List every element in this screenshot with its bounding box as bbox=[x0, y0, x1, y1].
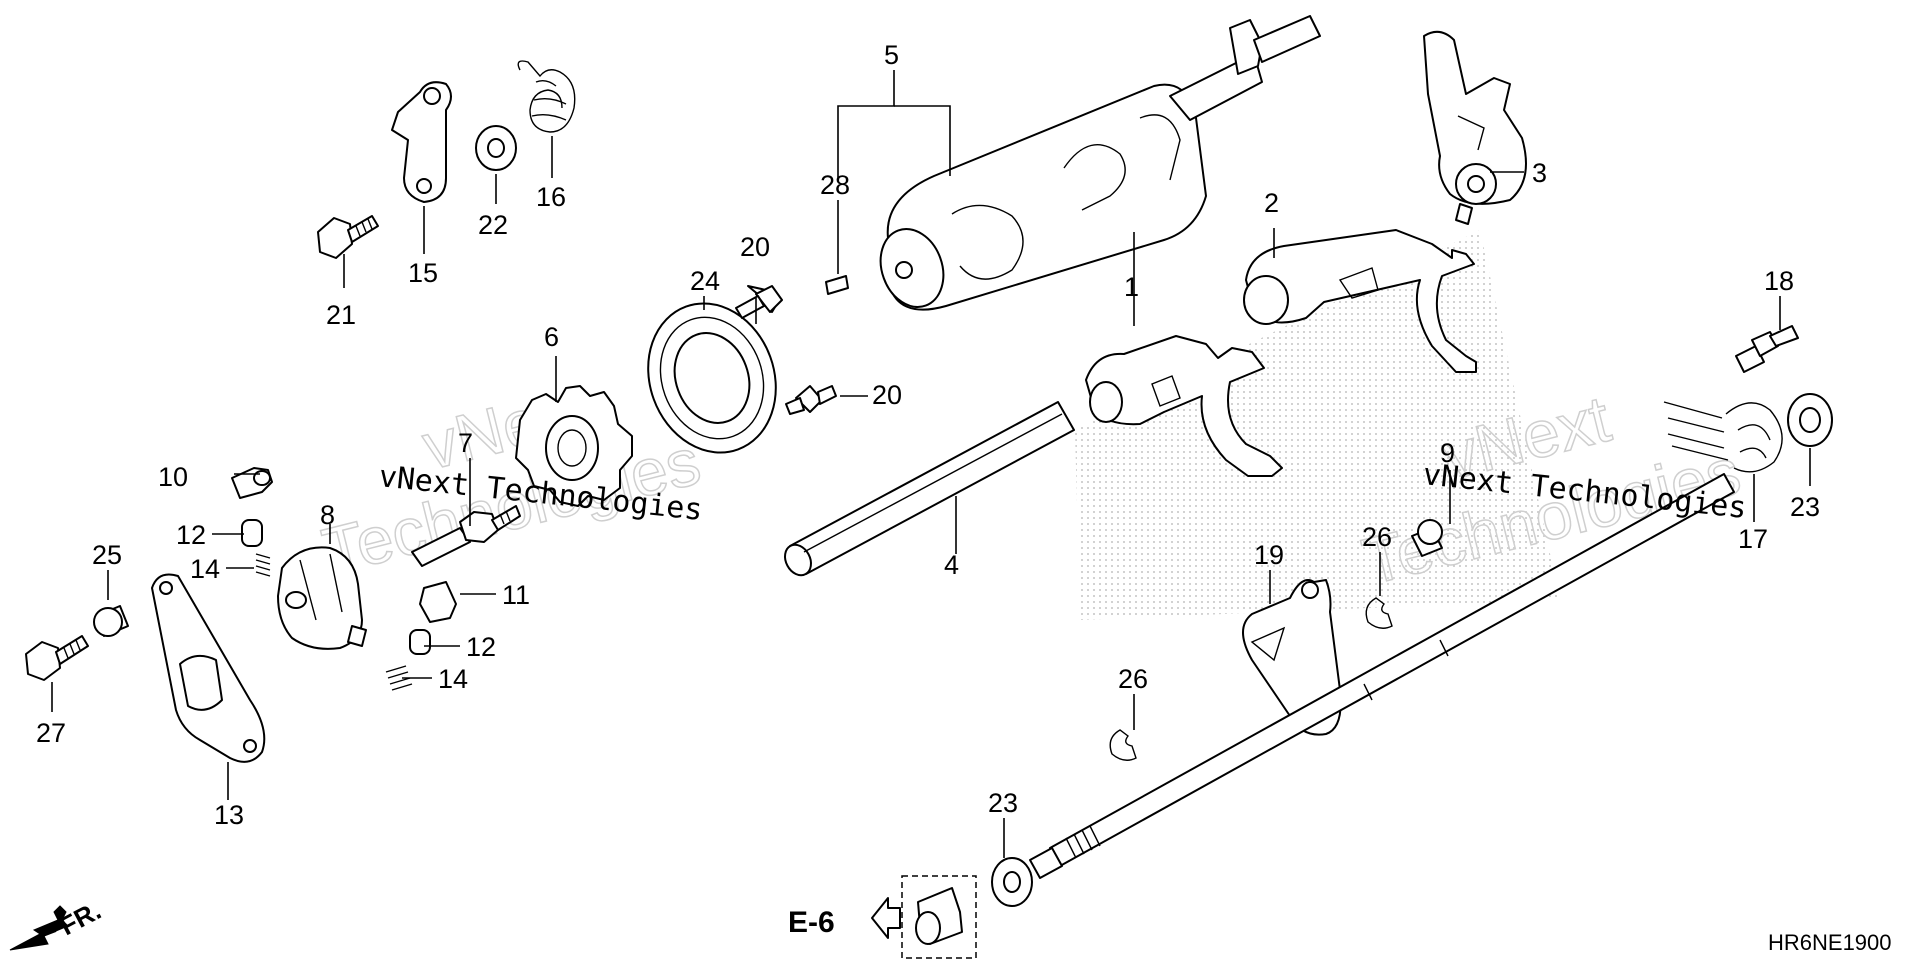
part-4-fork-shaft[interactable] bbox=[780, 401, 1075, 580]
part-11-stopper-block[interactable] bbox=[419, 581, 457, 623]
callout-2[interactable]: 2 bbox=[1264, 188, 1279, 218]
part-5-shift-drum[interactable] bbox=[870, 15, 1321, 316]
part-9-bolt[interactable] bbox=[1411, 519, 1443, 557]
part-22-washer[interactable] bbox=[475, 125, 517, 171]
callout-26-upper[interactable]: 26 bbox=[1362, 522, 1392, 552]
part-15-stopper-plate[interactable] bbox=[391, 81, 452, 203]
callout-5[interactable]: 5 bbox=[884, 40, 899, 70]
callout-14-upper[interactable]: 14 bbox=[190, 554, 220, 584]
part-2-shift-fork[interactable] bbox=[1243, 229, 1477, 373]
callout-24[interactable]: 24 bbox=[690, 266, 720, 296]
part-27-flange-bolt[interactable] bbox=[25, 635, 89, 681]
callout-9[interactable]: 9 bbox=[1440, 438, 1455, 468]
front-direction-label: FR. bbox=[55, 895, 106, 941]
leader-lines bbox=[51, 70, 1811, 858]
part-26-lower-circlip[interactable] bbox=[1109, 729, 1137, 761]
part-gearshift-spindle[interactable] bbox=[1029, 473, 1735, 879]
callout-labels: 1 2 3 4 5 6 7 8 9 10 11 12 12 13 14 14 1… bbox=[36, 40, 1820, 830]
part-18-bolt[interactable] bbox=[1735, 325, 1799, 373]
part-21-flange-bolt[interactable] bbox=[317, 215, 379, 259]
part-14-upper-spring[interactable] bbox=[255, 553, 271, 577]
callout-28[interactable]: 28 bbox=[820, 170, 850, 200]
part-10-pin[interactable] bbox=[231, 467, 273, 499]
callout-27[interactable]: 27 bbox=[36, 718, 66, 748]
callout-11[interactable]: 11 bbox=[502, 580, 530, 610]
callout-18[interactable]: 18 bbox=[1764, 266, 1794, 296]
reference-bushing-box[interactable] bbox=[871, 875, 977, 959]
part-17-return-spring[interactable] bbox=[1663, 401, 1783, 473]
part-14-lower-spring[interactable] bbox=[385, 665, 413, 691]
part-8-shift-cam[interactable] bbox=[277, 546, 367, 650]
callout-22[interactable]: 22 bbox=[478, 210, 508, 240]
part-24-bearing[interactable] bbox=[628, 285, 797, 470]
callout-20-lower[interactable]: 20 bbox=[872, 380, 902, 410]
part-26-upper-circlip[interactable] bbox=[1365, 597, 1393, 629]
part-12-upper-roller[interactable] bbox=[241, 519, 263, 547]
part-12-lower-roller[interactable] bbox=[409, 629, 431, 655]
part-6-drum-center[interactable] bbox=[515, 385, 633, 507]
part-25-collar[interactable] bbox=[93, 605, 129, 637]
callout-6[interactable]: 6 bbox=[544, 322, 559, 352]
part-3-shift-fork[interactable] bbox=[1423, 30, 1527, 225]
part-20-upper-bolt[interactable] bbox=[735, 285, 783, 319]
callout-26-lower[interactable]: 26 bbox=[1118, 664, 1148, 694]
part-1-shift-fork[interactable] bbox=[1085, 335, 1283, 477]
callout-8[interactable]: 8 bbox=[320, 500, 335, 530]
callout-12-upper[interactable]: 12 bbox=[176, 520, 206, 550]
callout-16[interactable]: 16 bbox=[536, 182, 566, 212]
callout-17[interactable]: 17 bbox=[1738, 524, 1768, 554]
callout-19[interactable]: 19 bbox=[1254, 540, 1284, 570]
callout-1[interactable]: 1 bbox=[1124, 272, 1139, 302]
callout-25[interactable]: 25 bbox=[92, 540, 122, 570]
front-direction-arrow bbox=[9, 905, 69, 951]
part-28-dowel-pin[interactable] bbox=[825, 275, 849, 295]
callout-4[interactable]: 4 bbox=[944, 550, 959, 580]
reference-label-e6[interactable]: E-6 bbox=[788, 906, 835, 939]
diagram-code: HR6NE1900 bbox=[1768, 930, 1892, 955]
part-23-right-washer[interactable] bbox=[1787, 393, 1833, 447]
callout-3[interactable]: 3 bbox=[1532, 158, 1547, 188]
callout-20-upper[interactable]: 20 bbox=[740, 232, 770, 262]
callout-13[interactable]: 13 bbox=[214, 800, 244, 830]
callout-21[interactable]: 21 bbox=[326, 300, 356, 330]
callout-23-lower[interactable]: 23 bbox=[988, 788, 1018, 818]
callout-14-lower[interactable]: 14 bbox=[438, 664, 468, 694]
callout-7[interactable]: 7 bbox=[458, 428, 473, 458]
part-16-return-spring[interactable] bbox=[517, 60, 576, 133]
callout-10[interactable]: 10 bbox=[158, 462, 188, 492]
part-19-shift-arm[interactable] bbox=[1242, 579, 1342, 736]
part-13-guide-plate[interactable] bbox=[151, 573, 266, 763]
callout-15[interactable]: 15 bbox=[408, 258, 438, 288]
callout-23-right[interactable]: 23 bbox=[1790, 492, 1820, 522]
part-20-lower-bolt[interactable] bbox=[785, 385, 837, 415]
part-23-lower-washer[interactable] bbox=[991, 857, 1033, 907]
callout-12-lower[interactable]: 12 bbox=[466, 632, 496, 662]
part-7-special-bolt[interactable] bbox=[411, 505, 521, 567]
